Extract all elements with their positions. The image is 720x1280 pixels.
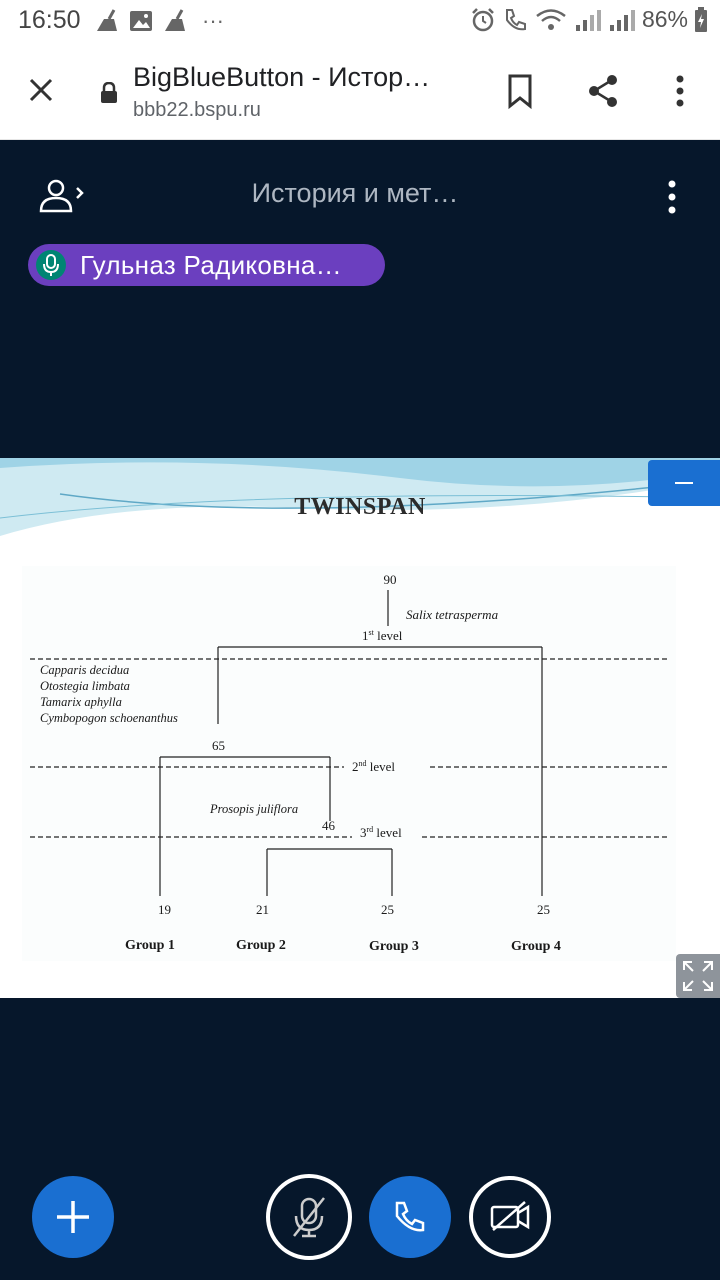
status-time: 16:50 bbox=[18, 6, 81, 34]
browser-toolbar: BigBlueButton - Истор… bbb22.bspu.ru bbox=[0, 42, 720, 140]
level-2-label: 2nd level bbox=[352, 759, 395, 774]
level-1-num: 1 bbox=[362, 628, 369, 643]
branch-species-1: Capparis decidua bbox=[40, 663, 129, 677]
battery-icon bbox=[695, 6, 707, 32]
microphone-icon bbox=[36, 250, 66, 280]
status-bar: 16:50 ··· 86% bbox=[0, 0, 720, 42]
leaf-value-2: 21 bbox=[256, 902, 269, 917]
page-title[interactable]: BigBlueButton - Истор… bbox=[133, 62, 431, 92]
group-2-label: Group 2 bbox=[236, 938, 286, 953]
wifi-icon bbox=[536, 8, 566, 30]
talking-indicator[interactable]: Гульназ Радиковна… bbox=[28, 244, 385, 286]
node-species: Prosopis juliflora bbox=[209, 802, 298, 816]
battery-percent: 86% bbox=[641, 6, 688, 32]
signal-icon bbox=[575, 9, 601, 31]
user-list-icon[interactable] bbox=[38, 178, 88, 214]
cleaner-icon bbox=[97, 9, 117, 31]
plus-icon bbox=[57, 1201, 89, 1233]
call-icon bbox=[505, 8, 526, 30]
system-icons: 86% bbox=[470, 6, 708, 33]
level-3-sup: rd bbox=[367, 825, 374, 834]
level-3-word: level bbox=[373, 825, 402, 840]
slide-title: TWINSPAN bbox=[294, 494, 426, 520]
leaf-value-4: 25 bbox=[537, 902, 550, 917]
phone-icon bbox=[395, 1201, 425, 1232]
leaf-value-3: 25 bbox=[381, 902, 394, 917]
leaf-value-1: 19 bbox=[158, 902, 171, 917]
node-46: 46 bbox=[322, 818, 336, 833]
join-audio-button[interactable] bbox=[369, 1176, 451, 1258]
level-2-word: level bbox=[367, 759, 396, 774]
branch-species-4: Cymbopogon schoenanthus bbox=[40, 711, 178, 725]
level-2-num: 2 bbox=[352, 759, 359, 774]
room-title: История и мет… bbox=[251, 178, 459, 208]
alarm-icon bbox=[472, 7, 494, 31]
mic-muted-icon bbox=[293, 1197, 325, 1238]
cleaner-icon-2 bbox=[165, 9, 185, 31]
actions-button[interactable] bbox=[32, 1176, 114, 1258]
share-icon[interactable] bbox=[585, 72, 621, 110]
level-3-label: 3rd level bbox=[360, 825, 402, 840]
signal-icon-2 bbox=[609, 9, 635, 31]
lock-icon bbox=[101, 82, 117, 103]
node-65: 65 bbox=[212, 738, 225, 753]
fullscreen-button[interactable] bbox=[676, 954, 720, 998]
share-webcam-button[interactable] bbox=[469, 1176, 551, 1258]
level-1-label: 1st level bbox=[362, 628, 403, 643]
more-vert-icon[interactable] bbox=[662, 72, 698, 110]
notification-icons: ··· bbox=[94, 8, 224, 34]
more-notifications: ··· bbox=[202, 8, 224, 33]
page-url[interactable]: bbb22.bspu.ru bbox=[133, 99, 261, 121]
camera-off-icon bbox=[490, 1201, 530, 1231]
fullscreen-icon bbox=[683, 961, 713, 991]
group-3-label: Group 3 bbox=[369, 939, 419, 954]
branch-species-3: Tamarix aphylla bbox=[40, 695, 122, 709]
meeting-header bbox=[0, 140, 720, 460]
root-species: Salix tetrasperma bbox=[406, 607, 499, 622]
group-1-label: Group 1 bbox=[125, 938, 175, 953]
level-2-sup: nd bbox=[359, 759, 367, 768]
level-3-num: 3 bbox=[360, 825, 367, 840]
slide-decoration bbox=[0, 458, 720, 536]
group-4-label: Group 4 bbox=[511, 939, 561, 954]
talking-user-name: Гульназ Радиковна… bbox=[80, 250, 342, 280]
branch-species-2: Otostegia limbata bbox=[40, 679, 130, 693]
presentation-slide: TWINSPAN 90 Salix tetrasperma 1st level … bbox=[0, 458, 720, 998]
options-menu-icon[interactable] bbox=[668, 180, 676, 214]
twinspan-dendrogram: 90 Salix tetrasperma 1st level Capparis … bbox=[22, 566, 676, 961]
unmute-button[interactable] bbox=[266, 1174, 352, 1260]
minimize-presentation-button[interactable] bbox=[648, 460, 720, 506]
minimize-icon bbox=[675, 482, 693, 484]
bookmark-icon[interactable] bbox=[502, 72, 538, 110]
level-1-word: level bbox=[374, 628, 403, 643]
close-icon[interactable] bbox=[26, 75, 56, 105]
root-value: 90 bbox=[384, 572, 397, 587]
level-1-sup: st bbox=[369, 628, 375, 637]
image-icon bbox=[130, 11, 152, 31]
